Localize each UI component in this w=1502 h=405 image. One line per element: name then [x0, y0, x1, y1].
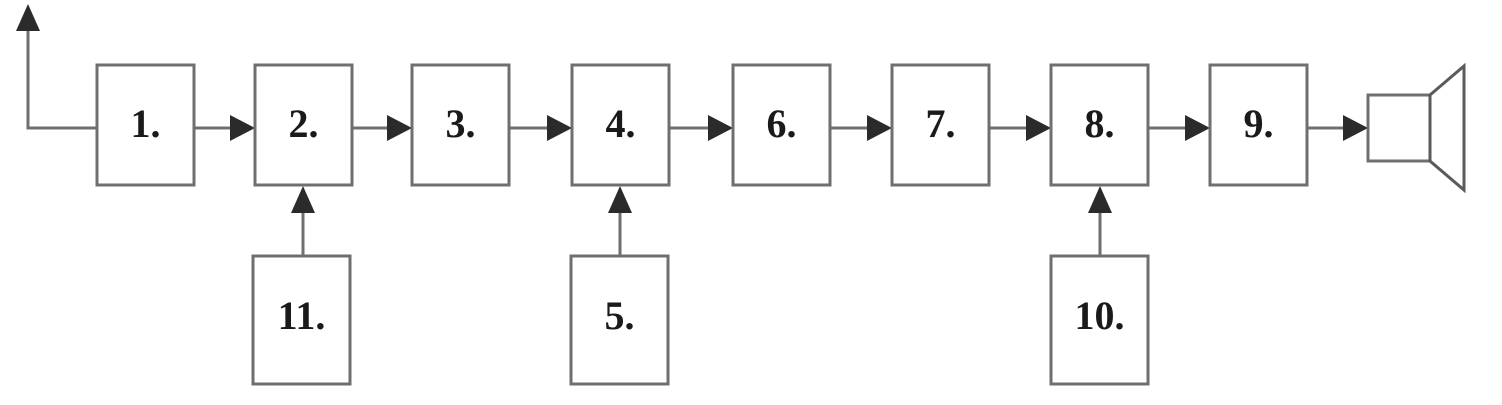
block-7-label: 7.: [926, 101, 956, 146]
block-2-label: 2.: [289, 101, 319, 146]
speaker-cone: [1428, 62, 1466, 194]
block-8-label: 8.: [1085, 101, 1115, 146]
block-9-rect[interactable]: [1208, 63, 1309, 187]
arrow-head-icon-1-2: [230, 115, 255, 141]
block-3-label: 3.: [446, 101, 476, 146]
block-11-label: 11.: [278, 293, 326, 338]
block-9[interactable]: 9.: [1208, 63, 1309, 187]
block-5-label: 5.: [605, 293, 635, 338]
block-9-label: 9.: [1244, 101, 1274, 146]
block-3[interactable]: 3.: [410, 63, 511, 187]
block-10-label: 10.: [1075, 293, 1125, 338]
chain-blocks-group: 1. 2. 3. 4. 6. 7.: [95, 63, 1309, 187]
arrow-head-icon-3-4: [547, 115, 572, 141]
block-4[interactable]: 4.: [570, 63, 671, 187]
block-7[interactable]: 7.: [890, 63, 991, 187]
speaker-body: [1366, 93, 1432, 163]
arrow-head-icon-7-8: [1026, 115, 1051, 141]
block-1-rect[interactable]: [95, 63, 196, 187]
chain-connectors: [192, 115, 1368, 141]
block-6-rect[interactable]: [731, 63, 832, 187]
block-2[interactable]: 2.: [253, 63, 354, 187]
block-5-rect[interactable]: [569, 254, 670, 386]
block-11[interactable]: 11.: [251, 254, 352, 386]
block-8-rect[interactable]: [1049, 63, 1150, 187]
block-8[interactable]: 8.: [1049, 63, 1150, 187]
arrow-head-icon-6-7: [867, 115, 892, 141]
arrow-head-icon-4-6: [708, 115, 733, 141]
arrow-head-icon-2-3: [387, 115, 412, 141]
block-4-label: 4.: [606, 101, 636, 146]
arrow-head-icon-11-2: [291, 186, 315, 213]
block-2-rect[interactable]: [253, 63, 354, 187]
arrow-head-icon-8-9: [1185, 115, 1210, 141]
block-6[interactable]: 6.: [731, 63, 832, 187]
block-10[interactable]: 10.: [1049, 254, 1150, 386]
block-10-rect[interactable]: [1049, 254, 1150, 386]
block-1-label: 1.: [131, 101, 161, 146]
block-3-rect[interactable]: [410, 63, 511, 187]
block-7-rect[interactable]: [890, 63, 991, 187]
block-4-rect[interactable]: [570, 63, 671, 187]
branch-connectors: [291, 186, 1112, 258]
arrow-head-icon-9-speaker: [1343, 115, 1368, 141]
block-1[interactable]: 1.: [95, 63, 196, 187]
branch-blocks-group: 11. 5. 10.: [251, 254, 1150, 386]
input-arrow-head-icon: [16, 4, 40, 31]
arrow-head-icon-5-4: [608, 186, 632, 213]
speaker-icon: [1366, 62, 1466, 194]
block-11-rect[interactable]: [251, 254, 352, 386]
block-5[interactable]: 5.: [569, 254, 670, 386]
input-arrow-up: [16, 4, 99, 130]
arrow-head-icon-10-8: [1088, 186, 1112, 213]
block-6-label: 6.: [767, 101, 797, 146]
